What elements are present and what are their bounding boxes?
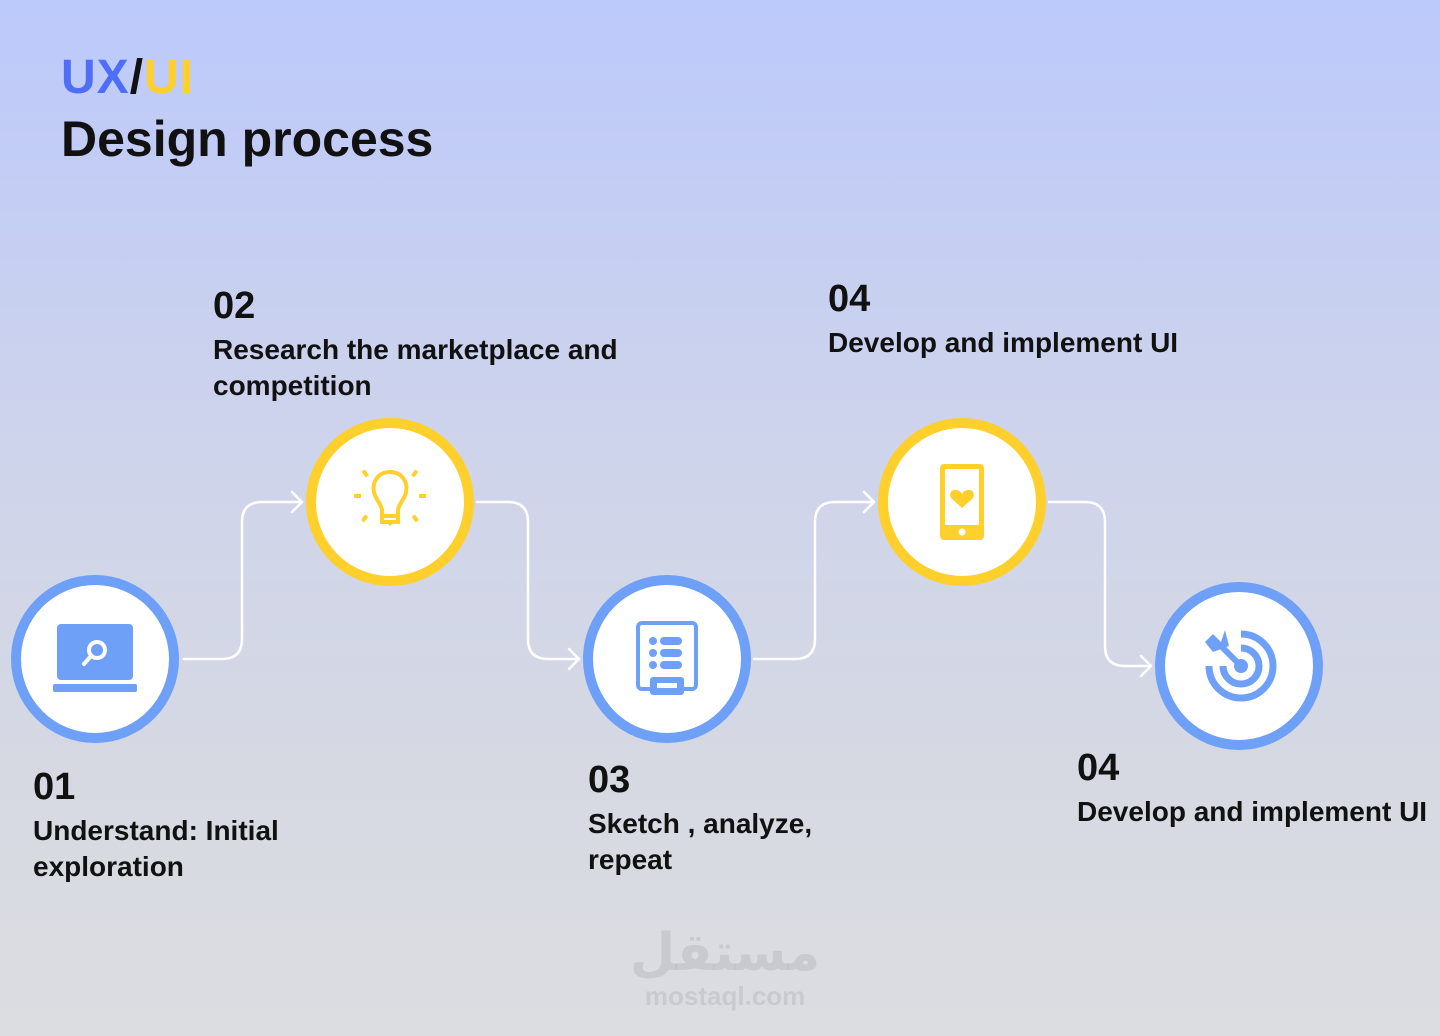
connector-1-2: [182, 490, 304, 661]
step-1-circle: [11, 575, 179, 743]
target-icon: [1205, 630, 1277, 702]
connector-4-5: [1047, 500, 1153, 678]
step-4-label: Develop and implement UI: [828, 327, 1179, 358]
step-4-number: 04: [828, 278, 871, 320]
title-slash: /: [129, 51, 145, 104]
step-3-number: 03: [588, 759, 631, 801]
step-4-circle: [878, 418, 1046, 586]
step-1-label: Understand: Initial exploration: [33, 815, 279, 882]
step-3-circle: [583, 575, 751, 743]
connector-3-4: [752, 490, 876, 661]
step-5-label: Develop and implement UI: [1077, 796, 1428, 827]
connector-2-3: [475, 500, 581, 671]
step-2-label: Research the marketplace and competition: [213, 334, 618, 401]
step-3-label: Sketch , analyze, repeat: [588, 808, 813, 875]
step-1-number: 01: [33, 766, 76, 808]
mostaql-watermark: مستقل mostaql.com: [630, 925, 820, 1012]
page-title: Design process: [61, 111, 434, 167]
title-ui: UI: [144, 51, 195, 104]
step-4-text: 04 Develop and implement UI: [828, 278, 1188, 361]
step-5-number: 04: [1077, 747, 1120, 789]
step-5-circle: [1155, 582, 1323, 750]
step-1-text: 01 Understand: Initial exploration: [33, 766, 333, 885]
step-2-text: 02 Research the marketplace and competit…: [213, 285, 673, 404]
phone-heart-icon: [940, 464, 984, 540]
step-3-text: 03 Sketch , analyze, repeat: [588, 759, 848, 878]
step-2-number: 02: [213, 285, 256, 327]
laptop-search-icon: [53, 624, 137, 692]
checklist-icon: [636, 621, 698, 695]
title-ux: UX: [61, 51, 130, 104]
watermark-arabic: مستقل: [630, 923, 821, 983]
step-5-text: 04 Develop and implement UI: [1077, 747, 1437, 830]
lightbulb-icon: [354, 469, 426, 526]
title-ux-ui: UX/UI: [61, 50, 194, 105]
watermark-latin: mostaql.com: [644, 981, 806, 1011]
step-2-circle: [306, 418, 474, 586]
